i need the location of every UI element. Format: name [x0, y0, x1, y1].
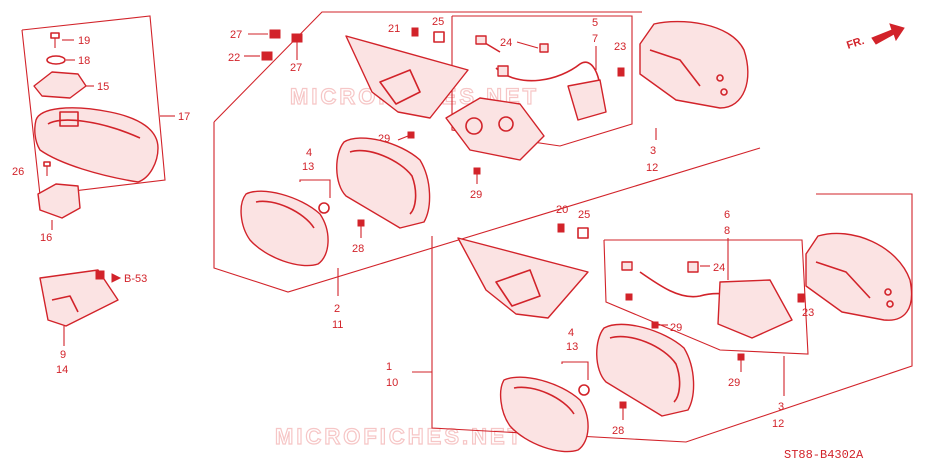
label-12b: 12 [772, 418, 784, 430]
label-29d: 29 [728, 377, 740, 389]
label-4a: 4 [306, 147, 312, 159]
label-15: 15 [97, 81, 109, 93]
actuator-upper [567, 79, 607, 121]
label-28a: 28 [352, 243, 364, 255]
label-26: 26 [12, 166, 24, 178]
actuator-lower [717, 279, 793, 339]
label-24b: 24 [713, 262, 725, 274]
actuator-box-upper [451, 15, 633, 147]
mirror-glass-lower [499, 376, 589, 453]
label-22: 22 [228, 52, 240, 64]
label-28b: 28 [612, 425, 624, 437]
label-20: 20 [556, 204, 568, 216]
label-3b: 3 [778, 401, 784, 413]
label-6: 6 [724, 209, 730, 221]
front-direction-indicator: FR. [845, 23, 905, 52]
label-19: 19 [78, 35, 90, 47]
mirror-frame-lower [596, 323, 695, 417]
label-9: 9 [60, 349, 66, 361]
mirror-garnish-upper [345, 35, 469, 119]
label-14: 14 [56, 364, 68, 376]
interior-mirror-group [21, 15, 175, 230]
label-27a: 27 [230, 29, 242, 41]
ref-label: B-53 [124, 273, 147, 285]
garnish-group: B-53 9 14 [39, 269, 147, 376]
label-12a: 12 [646, 162, 658, 174]
fasteners-27-22 [244, 29, 303, 61]
garnish-9-14 [39, 269, 119, 327]
label-27b: 27 [290, 62, 302, 74]
actuator-box-lower [603, 239, 809, 355]
label-7: 7 [592, 33, 598, 45]
ref-arrow-icon [111, 273, 122, 283]
label-13b: 13 [566, 341, 578, 353]
screw-26 [43, 161, 51, 176]
clip-21 [411, 27, 419, 37]
label-21: 21 [388, 23, 400, 35]
label-29c: 29 [670, 322, 682, 334]
label-25a: 25 [432, 16, 444, 28]
front-label: FR. [845, 35, 866, 52]
lower-bracket [431, 193, 913, 443]
interior-labels: 19 18 15 17 26 16 [12, 35, 190, 244]
mirror-glass-upper [240, 190, 329, 267]
clip-20 [557, 223, 565, 233]
mirror-housing-lower [805, 232, 913, 321]
label-13a: 13 [302, 161, 314, 173]
label-3a: 3 [650, 145, 656, 157]
cap-25b [577, 227, 589, 239]
label-29b: 29 [470, 189, 482, 201]
diagram-code: ST88-B4302A [784, 448, 864, 462]
upper-bracket-top [213, 11, 642, 123]
interior-mirror-17 [34, 107, 159, 183]
label-17: 17 [178, 111, 190, 123]
label-18: 18 [78, 55, 90, 67]
label-11: 11 [332, 319, 343, 331]
label-4b: 4 [568, 327, 574, 339]
label-16: 16 [40, 232, 52, 244]
cap-25a [433, 31, 445, 43]
lower-mirror-assembly: 20 25 6 8 24 23 29 29 [386, 193, 913, 453]
label-1: 1 [386, 361, 392, 373]
label-2: 2 [334, 303, 340, 315]
label-24a: 24 [500, 37, 512, 49]
upper-bracket-bottom [213, 122, 761, 293]
upper-mirror-assembly: 27 22 27 21 25 5 7 24 23 [213, 11, 761, 331]
mirror-frame-upper [336, 137, 431, 229]
label-23a: 23 [614, 41, 626, 53]
washer-18 [46, 55, 66, 65]
screw-19 [50, 32, 60, 48]
label-5: 5 [592, 17, 598, 29]
mirror-housing-upper [639, 20, 749, 109]
label-23b: 23 [802, 307, 814, 319]
motor-assembly-upper [445, 97, 545, 161]
front-arrow-icon [871, 23, 905, 45]
mirror-base-15 [33, 71, 87, 99]
label-10: 10 [386, 377, 398, 389]
interior-mirror-box [21, 15, 166, 196]
label-25b: 25 [578, 209, 590, 221]
mirror-garnish-lower [457, 237, 589, 319]
watermark-bottom: MICROFICHES.NET [275, 424, 524, 449]
cover-16 [37, 183, 81, 219]
label-8: 8 [724, 225, 730, 237]
